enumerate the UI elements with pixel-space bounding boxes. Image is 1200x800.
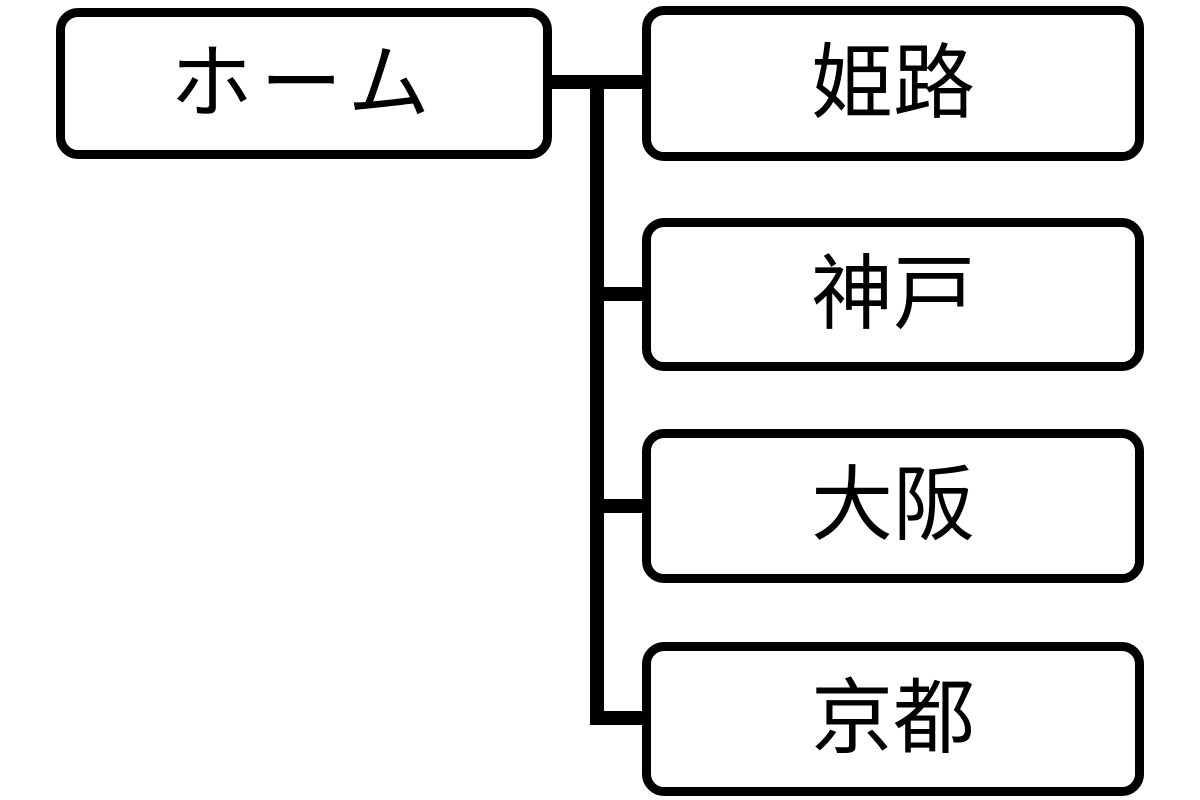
node-himeji: 姫路 [642,6,1144,161]
node-kobe-label: 神戸 [810,246,975,342]
node-kyoto: 京都 [642,642,1144,796]
node-home: ホーム [56,8,552,159]
node-home-label: ホーム [170,35,438,131]
node-himeji-label: 姫路 [810,35,975,131]
connector-branch-osaka [590,499,646,513]
node-kyoto-label: 京都 [810,671,975,766]
connector-branch-kobe [590,287,646,301]
connector-branch-kyoto [590,711,646,725]
node-kobe: 神戸 [642,218,1144,371]
node-osaka-label: 大阪 [810,458,975,553]
node-osaka: 大阪 [642,429,1144,583]
connector-trunk [590,75,604,725]
